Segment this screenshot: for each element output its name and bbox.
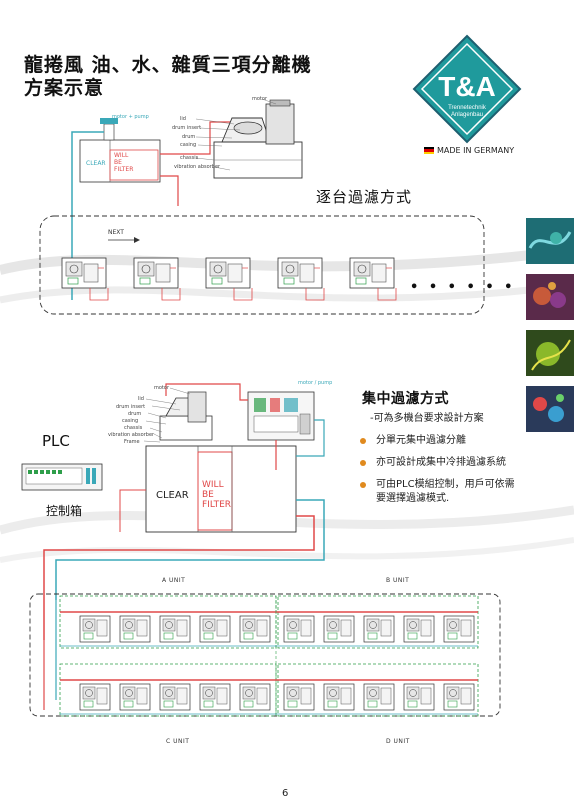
will-be-filter-top: WILL BE FILTER [114, 152, 134, 173]
title-line-2: 方案示意 [24, 77, 105, 99]
bullet-icon [360, 460, 366, 466]
thumbnail-image [526, 274, 574, 320]
unit-b-label: B UNIT [386, 577, 410, 584]
list-item: 分單元集中過濾分離 [360, 434, 568, 448]
individual-filtering-heading: 逐台過濾方式 [316, 188, 413, 206]
motor-pump-label-central: motor / pump [298, 380, 333, 386]
unit-d-label: D UNIT [386, 738, 410, 745]
central-vibration-absorber-label: vibration absorber [108, 432, 155, 438]
central-chassis-label: chassis [124, 425, 143, 431]
brand-logo: T&A Trennetechnik Anlagenbau [412, 34, 522, 144]
vibration-absorber-label: vibration absorber [174, 164, 221, 170]
drum-label: drum [182, 134, 196, 140]
central-motor-label: motor [154, 385, 170, 391]
list-item-continuation: 要選擇過濾模式. [376, 493, 450, 504]
central-drum-insert-label: drum insert [116, 404, 146, 410]
svg-text:T&A: T&A [438, 71, 496, 102]
svg-text:Trennetechnik: Trennetechnik [448, 105, 487, 111]
clear-label-top: CLEAR [86, 160, 106, 167]
drum-insert-label: drum insert [172, 125, 202, 131]
page-number: 6 [282, 788, 289, 799]
thumbnail-image [526, 218, 574, 264]
thumbnail-image [526, 386, 574, 432]
bullet-icon [360, 438, 366, 444]
unit-a-label: A UNIT [162, 577, 186, 584]
lid-label: lid [180, 116, 186, 122]
svg-text:Anlagenbau: Anlagenbau [451, 112, 483, 118]
page-title: 龍捲風 油、水、雜質三項分離機 方案示意 [24, 54, 312, 100]
made-in-germany: MADE IN GERMANY [424, 146, 514, 155]
casing-label: casing [180, 142, 197, 148]
clear-label-central: CLEAR [156, 490, 189, 501]
made-in-label: MADE IN GERMANY [437, 146, 515, 155]
motor-label: motor [252, 96, 268, 102]
next-label: NEXT [108, 229, 124, 236]
list-item: 可由PLC模組控制，用戶可依需 [360, 478, 568, 492]
motor-pump-label-top: motor + pump [112, 114, 149, 120]
plc-label: PLC [42, 432, 70, 450]
list-item: 亦可設計成集中冷排過濾系統 [360, 456, 568, 470]
control-box-label: 控制箱 [46, 504, 83, 518]
germany-flag-icon [424, 147, 434, 154]
central-drum-label: drum [128, 411, 142, 417]
side-thumbnails [526, 218, 574, 442]
will-be-filter-central: WILL BE FILTER [202, 480, 232, 510]
more-machines-ellipsis: • • • • • • [410, 280, 516, 295]
central-filtering-heading: 集中過濾方式 [362, 391, 449, 407]
chassis-label: chassis [180, 155, 199, 161]
feature-list: 分單元集中過濾分離 亦可設計成集中冷排過濾系統 可由PLC模組控制，用戶可依需 … [360, 434, 568, 506]
bullet-icon [360, 482, 366, 488]
central-lid-label: lid [138, 396, 144, 402]
central-filtering-subtitle: -可為多機台要求設計方案 [370, 413, 484, 424]
title-line-1: 龍捲風 油、水、雜質三項分離機 [24, 54, 312, 76]
central-frame-label: Frame [124, 439, 140, 445]
thumbnail-image [526, 330, 574, 376]
central-casing-label: casing [122, 418, 139, 424]
unit-c-label: C UNIT [166, 738, 190, 745]
